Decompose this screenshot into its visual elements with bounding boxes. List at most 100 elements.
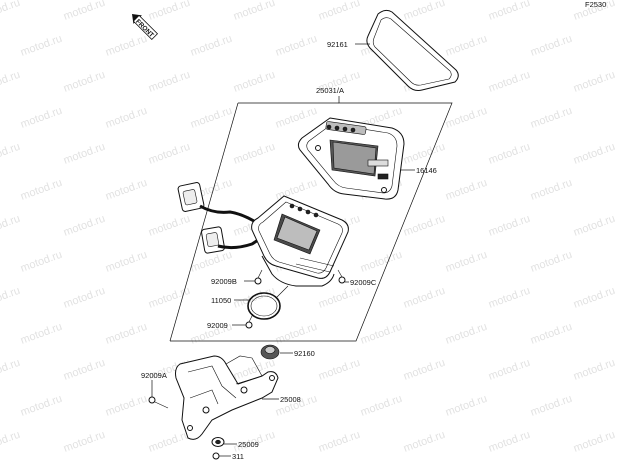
watermark-text: motod.ru [19,177,64,203]
watermark-text: motod.ru [104,177,149,203]
watermark-text: motod.ru [0,357,22,383]
watermark-text: motod.ru [529,105,574,131]
watermark-text: motod.ru [529,321,574,347]
watermark-text: motod.ru [444,33,489,59]
label-grommet: 92160 [294,349,315,358]
band-part [247,285,289,320]
watermark-text: motod.ru [62,429,107,455]
watermark-text: motod.ru [147,69,192,95]
label-screw-a: 92009A [141,371,167,380]
watermark-text: motod.ru [487,429,532,455]
watermark-text: motod.ru [274,321,319,347]
watermark-text: motod.ru [147,141,192,167]
assembly-bracket-line [170,96,453,342]
watermark-text: motod.ru [402,141,447,167]
label-gasket: 92161 [327,40,348,49]
watermark-text: motod.ru [529,177,574,203]
watermark-text: motod.ru [359,249,404,275]
label-screw: 92009 [207,321,228,330]
watermark-text: motod.ru [62,0,107,23]
label-collar: 311 [232,452,244,461]
label-bracket: 25008 [280,395,301,404]
watermark-text: motod.ru [62,357,107,383]
watermark-text: motod.ru [402,213,447,239]
watermark-text: motod.ru [104,321,149,347]
watermark-text: motod.ru [232,285,277,311]
watermark-text: motod.ru [572,357,617,383]
watermark-text: motod.ru [104,105,149,131]
watermark-text: motod.ru [317,429,362,455]
watermark-text: motod.ru [0,0,22,23]
watermark-text: motod.ru [487,141,532,167]
watermark-text: motod.ru [274,105,319,131]
grommet-part [260,344,280,360]
watermark-text: motod.ru [189,33,234,59]
label-band: 11050 [211,296,231,305]
watermark-text: motod.ru [104,249,149,275]
watermark-text: motod.ru [104,393,149,419]
watermark-text: motod.ru [189,105,234,131]
watermark-text: motod.ru [572,141,617,167]
watermark-text: motod.ru [402,285,447,311]
watermark-text: motod.ru [487,213,532,239]
watermark-text: motod.ru [359,393,404,419]
watermark-text: motod.ru [572,213,617,239]
figure-code: F2530 [585,0,606,9]
watermark-text: motod.ru [487,357,532,383]
watermark-text: motod.ru [0,69,22,95]
watermark-text: motod.ru [104,33,149,59]
watermark-text: motod.ru [0,285,22,311]
collar-part [212,452,220,460]
watermark-text: motod.ru [487,0,532,23]
watermark-text: motod.ru [529,33,574,59]
watermark-text: motod.ru [232,69,277,95]
watermark-text: motod.ru [274,33,319,59]
screw-c-part [337,269,346,284]
watermark-text: motod.ru [444,393,489,419]
screw-part [245,313,254,329]
watermark-text: motod.ru [572,69,617,95]
watermark-text: motod.ru [359,321,404,347]
watermark-text: motod.ru [444,249,489,275]
watermark-text: motod.ru [572,429,617,455]
watermark-text: motod.ru [19,321,64,347]
label-damper: 25009 [238,440,259,449]
screw-a-part [148,396,169,409]
watermark-text: motod.ru [487,69,532,95]
label-meter-assy: 25031/A [316,86,344,95]
watermark-text: motod.ru [62,141,107,167]
label-cover: 16146 [416,166,437,175]
label-screw-b: 92009B [211,277,237,286]
watermark-text: motod.ru [62,285,107,311]
wire-harness-part [177,182,268,254]
watermark-text: motod.ru [529,393,574,419]
watermark-text: motod.ru [444,105,489,131]
watermark-text: motod.ru [147,0,192,23]
watermark-text: motod.ru [402,357,447,383]
watermark-text: motod.ru [317,0,362,23]
watermark-text: motod.ru [62,69,107,95]
damper-part [211,437,225,447]
watermark-text: motod.ru [19,33,64,59]
watermark-text: motod.ru [444,177,489,203]
watermark-text: motod.ru [147,429,192,455]
watermark-text: motod.ru [402,0,447,23]
watermark-text: motod.ru [19,393,64,419]
label-screw-c: 92009C [350,278,377,287]
watermark-text: motod.ru [147,213,192,239]
watermark-text: motod.ru [62,213,107,239]
meter-body-part [251,195,349,287]
bracket-part [175,355,279,440]
watermark-text: motod.ru [0,429,22,455]
watermark-text: motod.ru [19,249,64,275]
watermark-text: motod.ru [317,357,362,383]
watermark-text: motod.ru [487,285,532,311]
meter-cover-part [297,117,405,200]
watermark-text: motod.ru [19,105,64,131]
watermark-text: motod.ru [317,285,362,311]
watermark-text: motod.ru [529,249,574,275]
assembly-bracket-left [169,102,239,342]
watermark-text: motod.ru [232,0,277,23]
watermark-text: motod.ru [402,429,447,455]
